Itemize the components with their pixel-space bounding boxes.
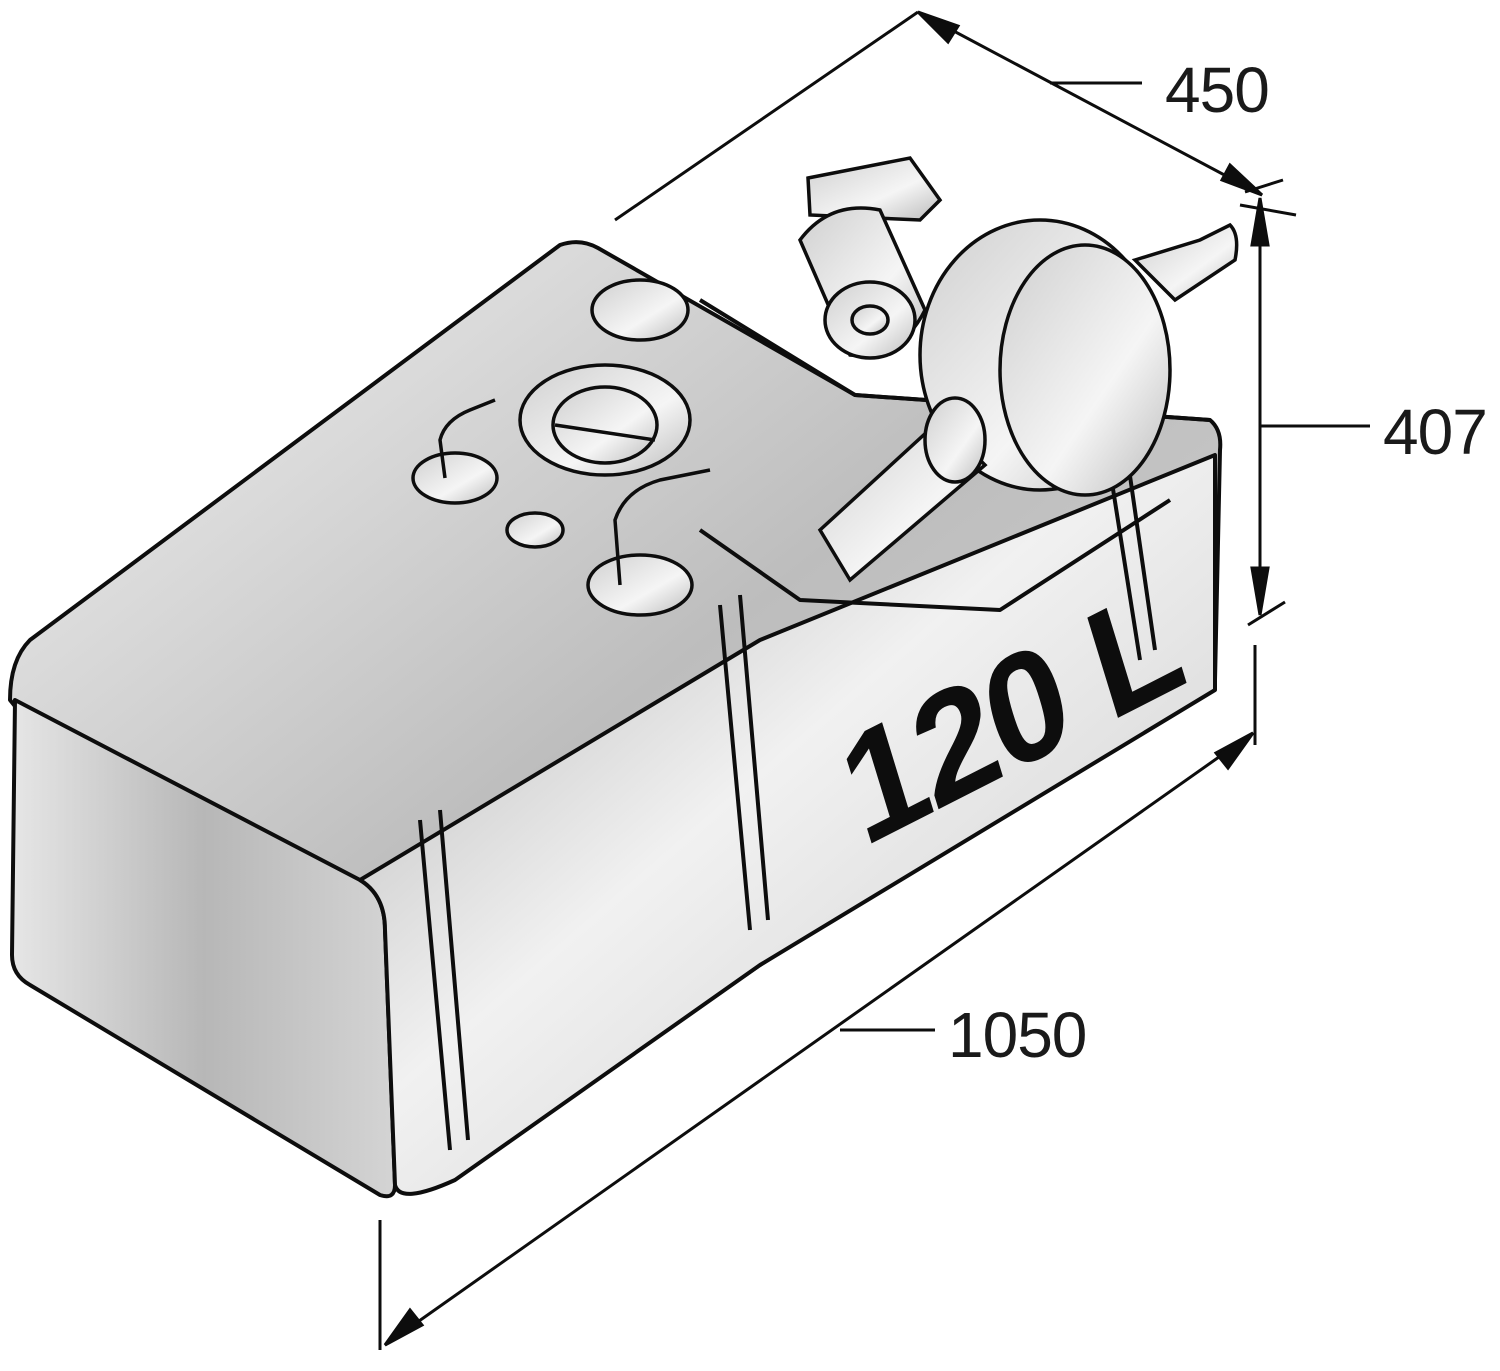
dimension-height-label: 407 xyxy=(1383,396,1488,468)
vent-fitting xyxy=(411,451,499,505)
dimension-lines xyxy=(378,10,1370,1350)
tank-fittings xyxy=(411,278,711,617)
level-sensor xyxy=(590,278,690,342)
port-hole xyxy=(505,511,565,549)
pump-outlet-hose xyxy=(1131,222,1239,303)
pump-assembly xyxy=(797,156,1239,583)
motor-bracket xyxy=(806,156,943,222)
outlet-fitting xyxy=(586,553,694,617)
dimension-length-label: 1050 xyxy=(948,999,1087,1071)
pipe-coupling xyxy=(923,396,987,484)
dimension-width-label: 450 xyxy=(1165,54,1270,126)
